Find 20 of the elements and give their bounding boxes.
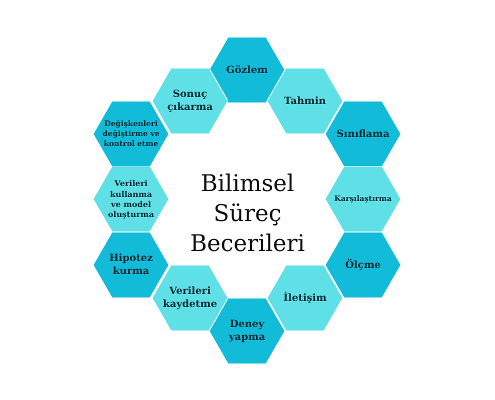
hexagon-label: Sınıflama <box>336 128 390 140</box>
hexagon <box>325 101 401 167</box>
hexagon <box>93 166 169 232</box>
hexagon <box>325 166 401 232</box>
hexagon-label: İletişim <box>282 292 328 304</box>
hexagon <box>93 232 169 298</box>
hexagon-label: Hipotez kurma <box>108 252 154 278</box>
hexagon <box>93 101 169 167</box>
hexagon-label: Verileri kaydetme <box>162 285 218 311</box>
hexagon <box>267 265 343 331</box>
hexagon <box>325 232 401 298</box>
hexagon-label: Verileri kullanma ve model oluşturma <box>106 178 156 220</box>
hexagon <box>209 37 285 103</box>
hexagon-label: Deney yapma <box>228 318 266 344</box>
hexagon <box>152 265 228 331</box>
hexagon-label: Sonuç çıkarma <box>166 88 214 114</box>
hexagon-label: Ölçme <box>344 258 382 272</box>
hexagon-label: Tahmin <box>283 94 327 108</box>
title: Bilimsel Süreç Becerileri <box>189 170 306 259</box>
hexagon-label: Gözlem <box>225 64 269 76</box>
